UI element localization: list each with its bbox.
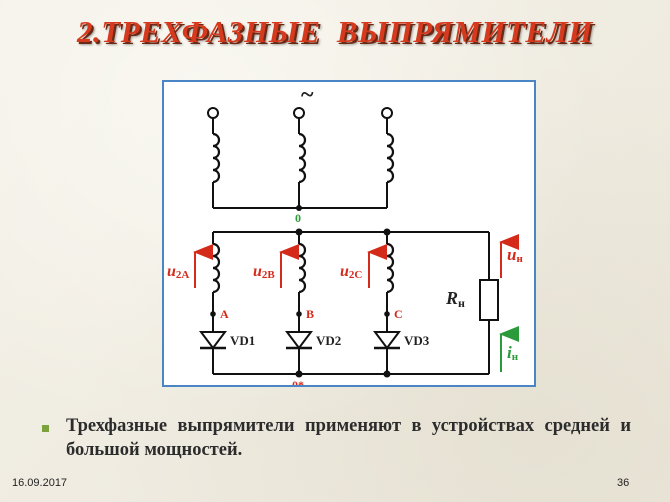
- page-number: 36: [617, 477, 630, 489]
- ac-source-terminal-icon: [381, 107, 393, 119]
- inductor-coil-icon: [298, 242, 307, 294]
- inductor-coil-icon: [298, 132, 307, 184]
- primary-winding-b: [293, 107, 307, 208]
- point-label-c: C: [394, 307, 403, 321]
- voltage-label-c: u2C: [340, 263, 362, 281]
- inductor-coil-icon: [386, 242, 395, 294]
- ac-source-terminal-icon: [293, 107, 305, 119]
- diode-icon: [199, 331, 227, 350]
- inductor-coil-icon: [212, 132, 221, 184]
- neutral-top-label: 0: [295, 211, 301, 225]
- point-label-a: A: [220, 307, 229, 321]
- svg-text:~: ~: [301, 82, 314, 108]
- footer-date: 16.09.2017: [12, 477, 68, 489]
- resistor-label: Rн: [445, 288, 465, 310]
- bullet-square-icon: [42, 425, 49, 432]
- inductor-coil-icon: [386, 132, 395, 184]
- secondary-branch-a: [199, 232, 227, 374]
- diode-icon: [285, 331, 313, 350]
- primary-winding-c: [381, 107, 395, 208]
- diode-label-vd3: VD3: [404, 333, 430, 348]
- load-current-label: iн: [507, 343, 519, 363]
- slide-caption: Трехфазные выпрямители применяют в устро…: [66, 416, 631, 460]
- primary-winding-a: [207, 107, 221, 208]
- voltage-label-b: u2B: [253, 263, 275, 281]
- slide-title: 2.ТРЕХФАЗНЫЕ ВЫПРЯМИТЕЛИ: [77, 14, 593, 49]
- voltage-label-a: u2A: [167, 263, 189, 281]
- point-label-b: B: [306, 307, 314, 321]
- neutral-bottom-label: 0*: [292, 378, 304, 385]
- circuit-diagram: ~ 0: [162, 80, 536, 387]
- resistor-icon: [479, 279, 499, 321]
- diode-label-vd1: VD1: [230, 333, 255, 348]
- diode-icon: [373, 331, 401, 350]
- secondary-branch-c: [373, 232, 401, 374]
- load-voltage-label: uн: [507, 245, 523, 265]
- load-branch: [479, 232, 499, 374]
- ac-source-terminal-icon: [207, 107, 219, 119]
- primary-neutral-node: [296, 205, 302, 211]
- inductor-coil-icon: [212, 242, 221, 294]
- secondary-branch-b: [285, 232, 313, 374]
- diode-label-vd2: VD2: [316, 333, 341, 348]
- ac-source-symbol: ~: [301, 82, 314, 108]
